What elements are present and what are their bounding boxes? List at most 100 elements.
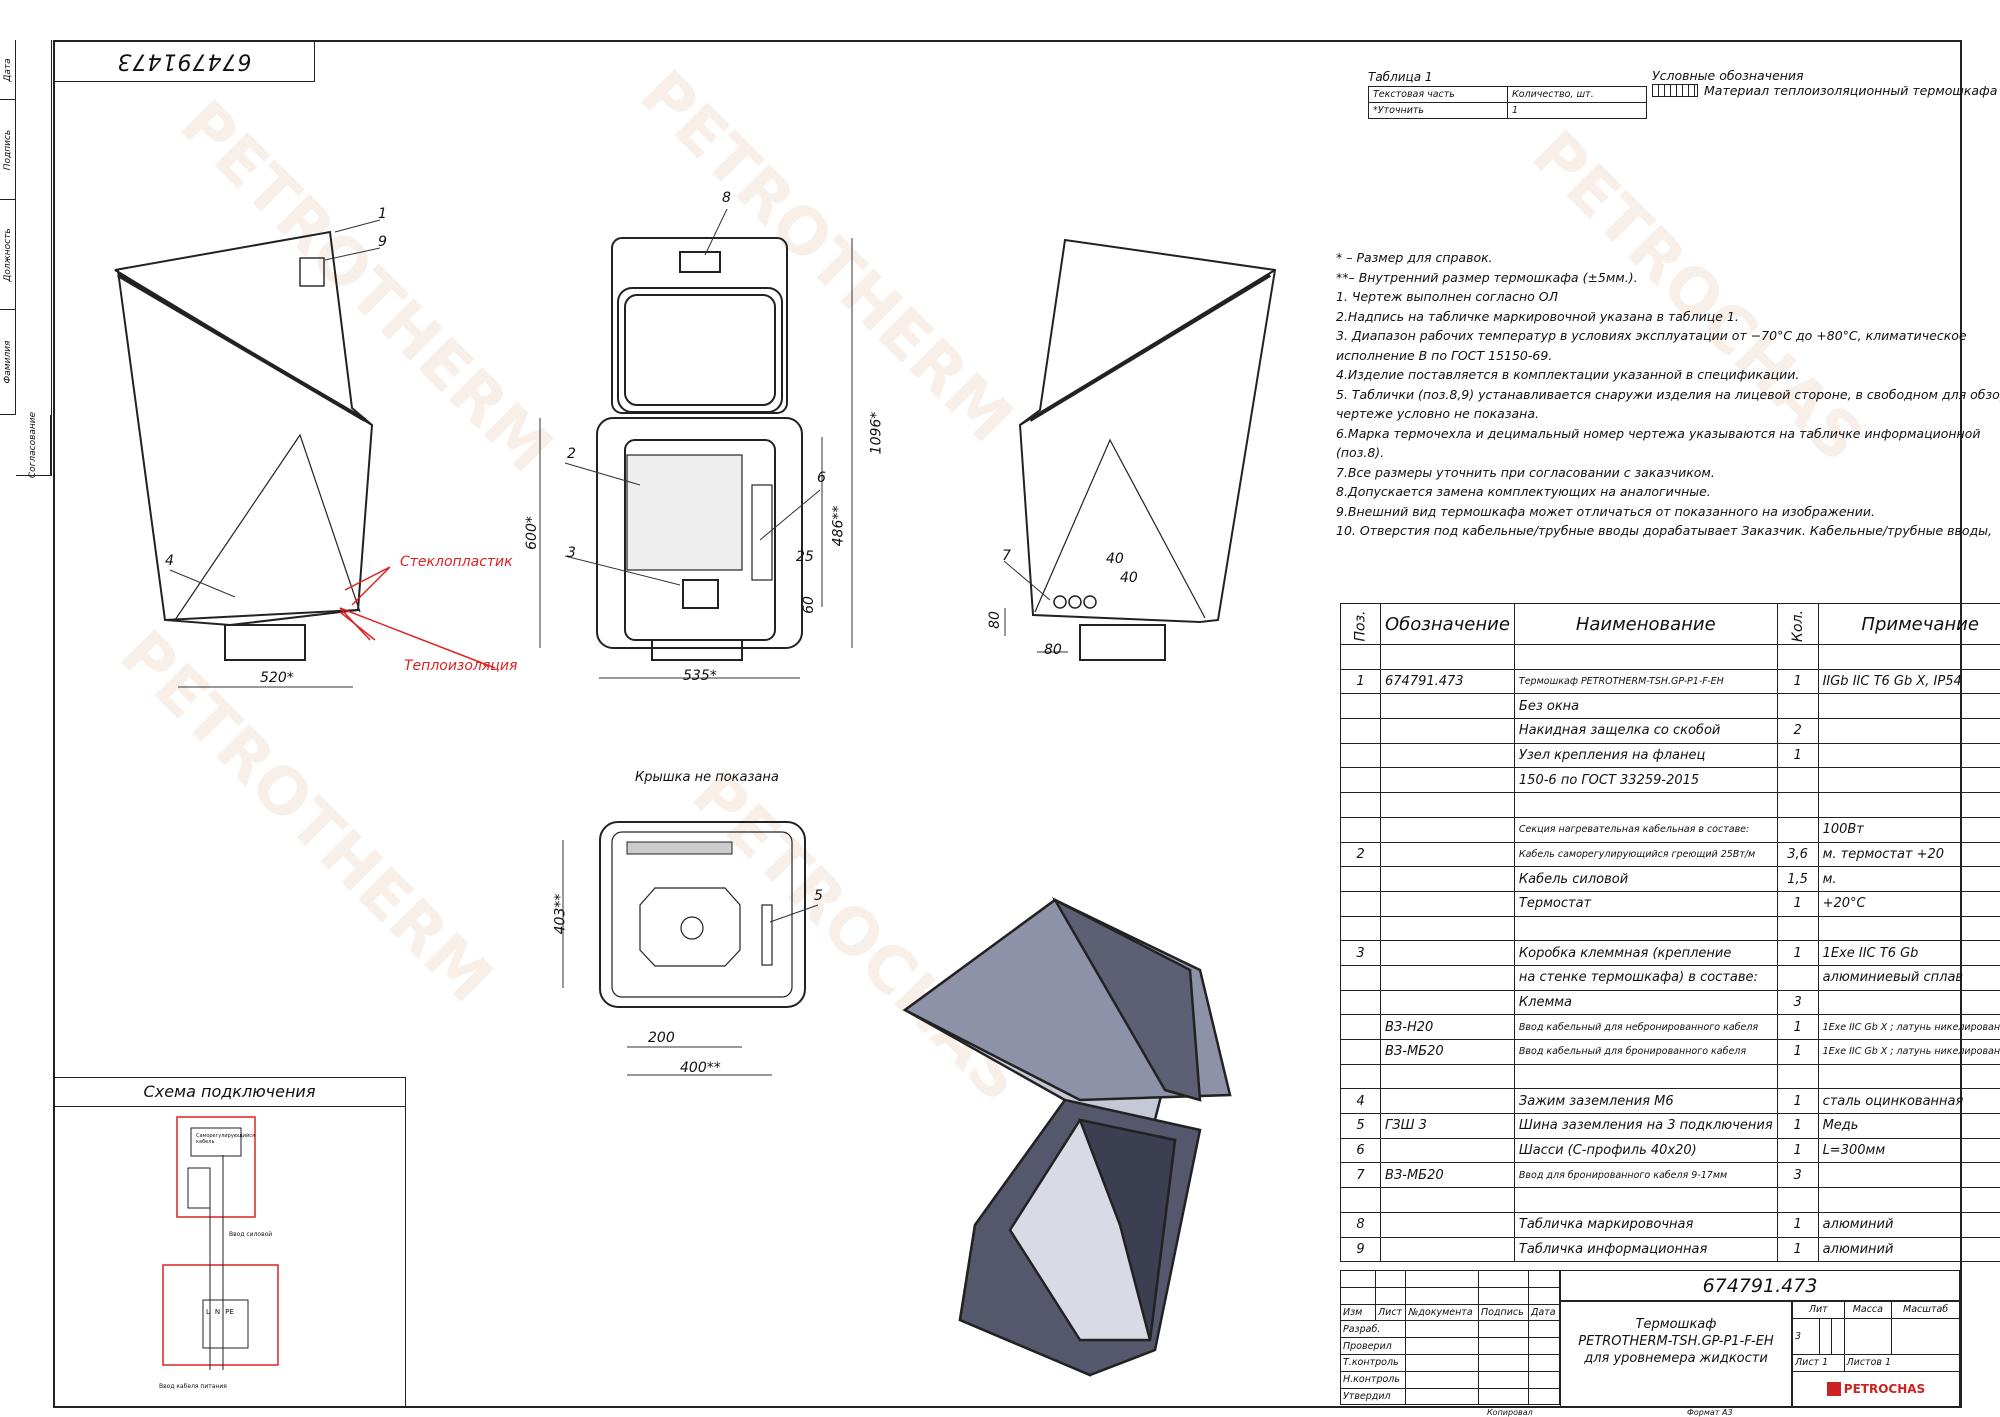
spec-cell: м. термостат +20 [1818,842,2000,867]
tb-col: Дата [1528,1304,1559,1321]
spec-cell: Табличка информационная [1514,1237,1777,1262]
spec-cell: Коробка клеммная (крепление [1514,941,1777,966]
spec-cell: Секция нагревательная кабельная в состав… [1514,817,1777,842]
material-leaders [340,567,495,668]
spec-cell [1777,1188,1818,1213]
spec-cell: Клемма [1514,990,1777,1015]
spec-header-qty: Кол. [1777,604,1818,645]
spec-cell [1341,694,1381,719]
spec-cell [1341,1064,1381,1089]
tb-lit-value: 3 [1793,1318,1820,1354]
spec-cell: ВЗ-МБ20 [1381,1040,1515,1065]
spec-cell: IIGb IIC T6 Gb X, IP54 [1818,669,2000,694]
spec-cell [1381,1064,1515,1089]
schema-wire-label: Ввод кабеля питания [159,1383,227,1390]
tb-sheet: Лист 1 [1793,1354,1845,1371]
spec-cell [1777,793,1818,818]
title-block-number: 674791.473 [1560,1270,1960,1301]
dim-80b: 80 [1044,642,1062,658]
tb-role: Утвердил [1341,1388,1406,1405]
spec-cell [1381,1237,1515,1262]
spec-cell: Табличка маркировочная [1514,1212,1777,1237]
dim-486: 486** [830,506,846,547]
spec-cell: L=300мм [1818,1138,2000,1163]
spec-cell [1514,793,1777,818]
spec-cell: ВЗ-Н20 [1381,1015,1515,1040]
spec-cell [1818,645,2000,670]
spec-row [1341,793,2000,818]
spec-cell: 100Вт [1818,817,2000,842]
spec-cell [1381,842,1515,867]
spec-cell: алюминий [1818,1237,2000,1262]
spec-cell: Медь [1818,1114,2000,1139]
spec-cell: Ввод для бронированного кабеля 9-17мм [1514,1163,1777,1188]
spec-cell [1381,768,1515,793]
spec-cell: 1 [1777,1237,1818,1262]
callout-7: 7 [1002,548,1011,564]
view-caption: Крышка не показана [635,770,779,785]
tb-col: Лист [1376,1304,1406,1321]
spec-cell [1818,793,2000,818]
schema-title: Схема подключения [54,1078,405,1107]
spec-cell [1381,916,1515,941]
spec-cell: 1Exe IIC Gb X ; латунь никелированная [1818,1040,2000,1065]
spec-cell: Шасси (С-профиль 40х20) [1514,1138,1777,1163]
footer-format: Формат А3 [1687,1408,1733,1417]
spec-cell [1818,743,2000,768]
dim-600: 600* [524,516,540,550]
spec-cell [1341,916,1381,941]
spec-cell [1514,645,1777,670]
spec-cell [1341,768,1381,793]
spec-cell: 6 [1341,1138,1381,1163]
spec-cell: 4 [1341,1089,1381,1114]
spec-cell: 2 [1777,719,1818,744]
spec-cell: Шина заземления на 3 подключения [1514,1114,1777,1139]
callout-3: 3 [567,545,576,561]
spec-cell [1381,694,1515,719]
dim-60: 60 [801,596,817,614]
title-block-lit: Лит Масса Масштаб 3 Лист 1 Листов 1 PETR… [1792,1301,1960,1408]
material-glass-label: Стеклопластик [400,554,513,570]
tb-role: Разраб. [1341,1321,1406,1338]
spec-cell: 5 [1341,1114,1381,1139]
spec-cell: 8 [1341,1212,1381,1237]
callout-5: 5 [814,888,823,904]
callout-leaders [170,209,1050,922]
spec-cell [1381,1138,1515,1163]
spec-cell [1381,817,1515,842]
spec-cell: 9 [1341,1237,1381,1262]
spec-cell: на стенке термошкафа) в составе: [1514,965,1777,990]
spec-cell: 674791.473 [1381,669,1515,694]
spec-cell: Без окна [1514,694,1777,719]
spec-cell: 1 [1777,941,1818,966]
spec-cell: 1 [1777,1212,1818,1237]
dim-25: 25 [796,549,814,565]
tb-col: Подпись [1478,1304,1528,1321]
spec-cell [1818,1188,2000,1213]
dim-40a: 40 [1106,551,1124,567]
spec-cell [1381,719,1515,744]
dim-535: 535* [683,668,717,684]
spec-cell: 1 [1341,669,1381,694]
spec-cell [1777,694,1818,719]
spec-row [1341,916,2000,941]
spec-cell: Ввод кабельный для бронированного кабеля [1514,1040,1777,1065]
spec-cell [1381,1188,1515,1213]
spec-cell: 3,6 [1777,842,1818,867]
tb-col: №документа [1406,1304,1479,1321]
tb-col: Изм [1341,1304,1376,1321]
title-block-name: Термошкаф PETROTHERM-TSH.GP-P1-F-EH для … [1560,1301,1792,1407]
spec-cell: 2 [1341,842,1381,867]
spec-cell: м. [1818,867,2000,892]
company-logo: PETROCHAS [1793,1371,1960,1407]
spec-cell: 1 [1777,891,1818,916]
spec-cell [1818,1163,2000,1188]
spec-cell: 1 [1777,1040,1818,1065]
